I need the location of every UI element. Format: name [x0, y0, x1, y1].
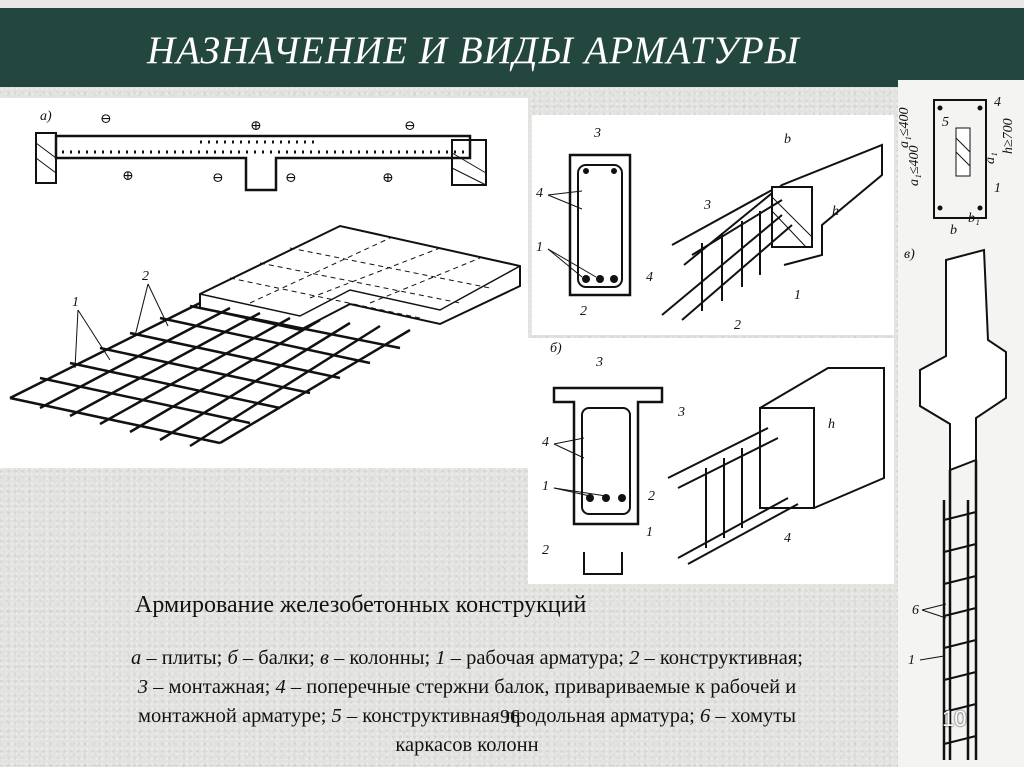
t-beam-end-hatched — [759, 407, 815, 509]
slab-block — [199, 224, 521, 332]
label-1: 1 — [542, 479, 549, 494]
plus-sign: ⊕ — [382, 171, 394, 186]
dim-a1: a₁≤400 — [897, 107, 912, 148]
label-5: 5 — [942, 115, 949, 130]
label-4: 4 — [542, 435, 549, 450]
minus-sign: ⊖ — [404, 119, 416, 134]
label-3: 3 — [595, 355, 603, 370]
caption-line: 3 – монтажная; 4 – поперечные стержни ба… — [137, 676, 797, 698]
rectangular-beam-diagram: 3 4 1 2 b h 3 4 1 2 — [536, 126, 883, 333]
column-diagram: a₁≤400 a₁≤400 4 5 1 a₁ h≥700 b b₁ в) 6 1 — [897, 95, 1016, 760]
label-2: 2 — [648, 489, 655, 504]
label-1: 1 — [908, 653, 915, 668]
label-2: 2 — [580, 304, 587, 319]
label-1: 1 — [646, 525, 653, 540]
slab-part-label: а) — [40, 109, 52, 124]
caption-line: монтажной арматуре; 5 – конструктивная п… — [138, 705, 796, 727]
column-section — [933, 99, 987, 219]
column-body — [919, 248, 1007, 472]
label-4: 4 — [536, 186, 543, 201]
caption-body: а – плиты; б – балки; в – колонны; 1 – р… — [32, 644, 902, 760]
label-4: 4 — [784, 531, 791, 546]
t-beam-figure-panel — [528, 338, 894, 584]
label-4: 4 — [646, 270, 653, 285]
support-left — [35, 132, 57, 184]
label-h700: h≥700 — [1001, 118, 1016, 154]
label-b: b — [784, 132, 791, 147]
label-3: 3 — [593, 126, 601, 141]
label-a1: a₁ — [983, 152, 998, 164]
t-beam-part-label: б) — [550, 341, 562, 356]
minus-sign: ⊖ — [100, 112, 112, 127]
beam-section — [568, 153, 632, 297]
caption-heading: Армирование железобетонных конструкций — [135, 592, 587, 618]
label-b: b — [950, 223, 957, 238]
label-2: 2 — [542, 543, 549, 558]
slide-title: НАЗНАЧЕНИЕ И ВИДЫ АРМАТУРЫ — [147, 29, 800, 72]
caption-line: а – плиты; б – балки; в – колонны; 1 – р… — [130, 647, 803, 669]
label-4: 4 — [994, 95, 1001, 110]
label-6: 6 — [912, 603, 919, 618]
label-3: 3 — [703, 198, 711, 213]
label-1: 1 — [72, 295, 79, 310]
label-h: h — [832, 204, 839, 219]
label-b1: b₁ — [968, 211, 980, 226]
title-bar: НАЗНАЧЕНИЕ И ВИДЫ АРМАТУРЫ — [0, 0, 1024, 87]
label-1: 1 — [536, 240, 543, 255]
column-part-label: в) — [904, 247, 915, 262]
label-1: 1 — [794, 288, 801, 303]
page-number-overlay: 96 — [500, 706, 520, 728]
minus-sign: ⊖ — [212, 171, 224, 186]
column-cage — [942, 460, 978, 760]
reinforcement-mesh — [9, 301, 411, 448]
label-3: 3 — [677, 405, 685, 420]
slide-number: 10 — [942, 706, 967, 731]
dim-a1: a₁≤400 — [907, 145, 922, 186]
t-beam-diagram: б) 3 4 1 2 h 3 2 1 4 — [542, 341, 885, 575]
plus-sign: ⊕ — [122, 169, 134, 184]
label-1: 1 — [994, 181, 1001, 196]
slab-section — [54, 134, 472, 192]
minus-sign: ⊖ — [285, 171, 297, 186]
slab-diagram: а) ⊖ ⊕ ⊖ ⊕ ⊖ ⊖ ⊕ 1 2 — [9, 109, 521, 448]
plus-sign: ⊕ — [250, 119, 262, 134]
t-beam-section — [552, 386, 664, 526]
beam-figure-panel — [532, 115, 894, 335]
label-h: h — [828, 417, 835, 432]
label-2: 2 — [734, 318, 741, 333]
label-2: 2 — [142, 269, 149, 284]
caption-line: каркасов колонн — [395, 734, 539, 756]
